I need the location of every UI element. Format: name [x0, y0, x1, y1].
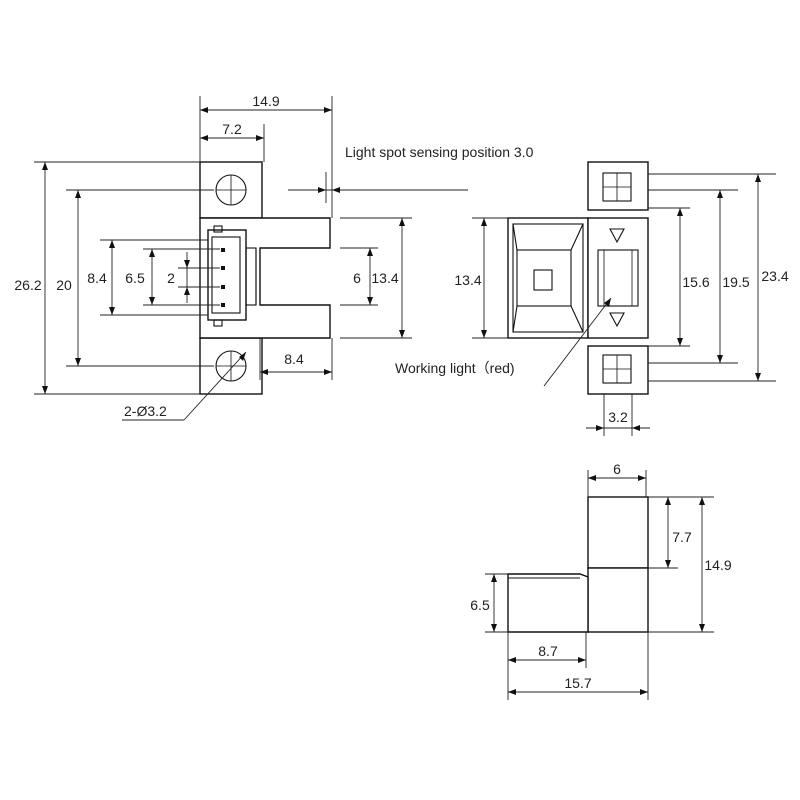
end-view: 13.4 15.6 19.5 23.4 3.2 Working light（re	[395, 161, 789, 436]
connector-pin-1	[221, 248, 225, 252]
top-post	[587, 496, 649, 569]
top-view: 6 7.7 14.9 6.5 8.7 15.7	[470, 461, 732, 700]
note-working-light: Working light（red)	[395, 360, 515, 376]
dim-front-slot-depth: 8.4	[284, 351, 304, 367]
connector-pin-2	[221, 266, 225, 270]
note-light-spot: Light spot sensing position 3.0	[345, 144, 534, 160]
connector-pin-3	[221, 285, 225, 289]
dim-front-slot-gap: 6	[353, 270, 361, 286]
top-base	[587, 567, 649, 633]
dim-side-total-height: 23.4	[761, 268, 788, 284]
dim-front-pin-pitch: 2	[167, 270, 175, 286]
dim-side-slot-width: 3.2	[608, 409, 628, 425]
dim-side-body-height: 13.4	[454, 272, 481, 288]
dim-top-post-height: 7.7	[672, 529, 692, 545]
dim-front-total-height: 26.2	[14, 277, 41, 293]
dim-top-total-length: 15.7	[564, 675, 591, 691]
dim-top-post-width: 6	[613, 461, 621, 477]
dim-top-total-height: 14.9	[704, 557, 731, 573]
note-holes: 2-Ø3.2	[124, 403, 167, 419]
emitter-arrow-icon	[609, 228, 625, 244]
top-connector	[507, 573, 589, 633]
dim-front-arm-span: 13.4	[371, 270, 398, 286]
dim-side-mid-span: 19.5	[722, 274, 749, 290]
dim-front-hole-pitch: 20	[56, 277, 72, 293]
side-view	[507, 217, 589, 339]
dim-front-connector-height: 8.4	[87, 270, 107, 286]
front-view: 14.9 7.2 26.2 20 8.4 6.5	[14, 93, 534, 421]
end-body	[587, 217, 649, 339]
dim-top-base-height: 6.5	[470, 597, 490, 613]
dim-front-total-width: 14.9	[252, 93, 279, 109]
receiver-arrow-icon	[609, 312, 625, 328]
end-top-tab	[587, 161, 649, 211]
side-body	[507, 217, 589, 339]
connector-pin-4	[221, 303, 225, 307]
dim-top-connector-length: 8.7	[538, 643, 558, 659]
dim-front-hole-offset: 7.2	[222, 121, 242, 137]
dim-side-window-height: 15.6	[682, 274, 709, 290]
dim-front-connector-span: 6.5	[125, 270, 145, 286]
end-bottom-tab	[587, 345, 649, 395]
